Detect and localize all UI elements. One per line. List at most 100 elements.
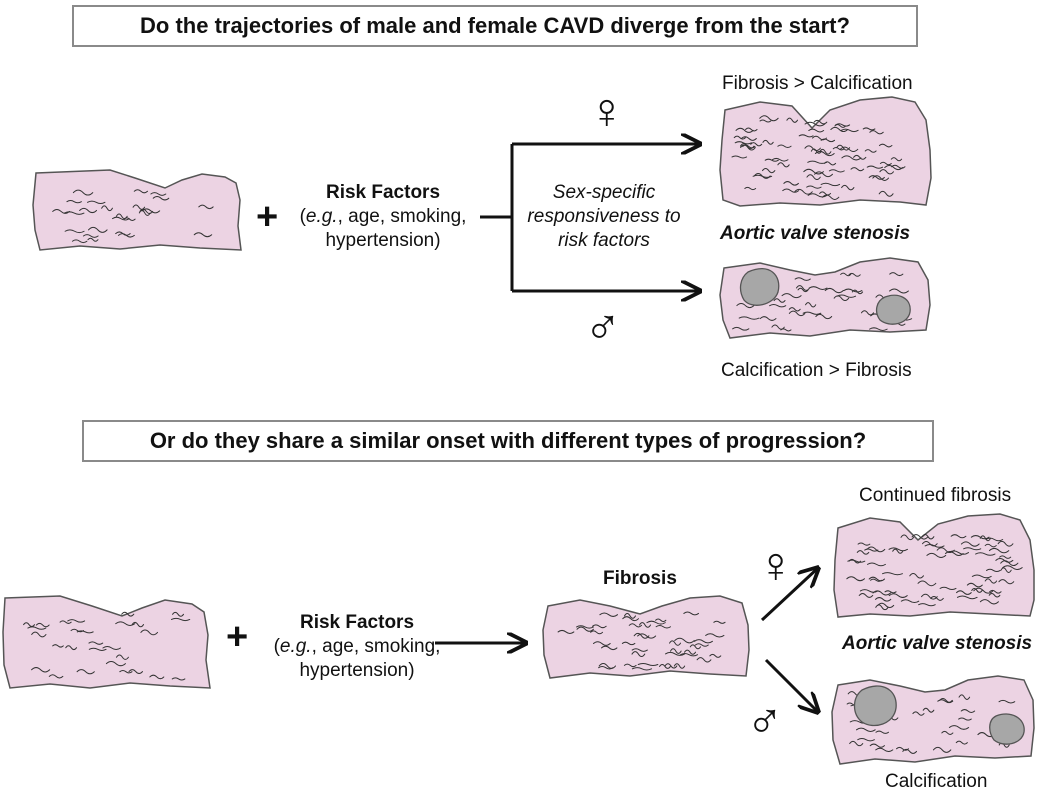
collagen-fiber — [986, 568, 1001, 573]
collagen-fiber — [832, 147, 845, 151]
collagen-fiber — [874, 597, 892, 602]
collagen-fiber — [918, 603, 936, 607]
collagen-fiber — [805, 302, 817, 308]
collagen-fiber — [71, 239, 88, 244]
collagen-fiber — [843, 288, 863, 293]
collagen-fiber — [759, 115, 779, 122]
collagen-fiber — [48, 674, 64, 679]
collagen-fiber — [705, 633, 725, 638]
collagen-fiber — [1002, 565, 1023, 570]
top-initial-valve-tissue — [32, 169, 242, 251]
collagen-fiber — [819, 148, 832, 155]
collagen-fiber — [870, 578, 883, 582]
collagen-fiber — [841, 155, 862, 161]
collagen-fiber — [128, 669, 144, 675]
collagen-fiber — [848, 558, 862, 564]
top-calcified-nodule-2 — [875, 294, 911, 325]
collagen-fiber — [623, 663, 637, 668]
collagen-fiber — [670, 648, 682, 654]
collagen-fiber — [884, 164, 904, 171]
collagen-fiber — [985, 537, 1004, 542]
collagen-fiber — [680, 653, 699, 657]
collagen-fiber — [882, 572, 903, 576]
collagen-fiber — [731, 155, 748, 159]
collagen-fiber — [936, 547, 955, 554]
collagen-fiber — [926, 552, 947, 559]
collagen-fiber — [780, 328, 792, 332]
collagen-fiber — [998, 699, 1016, 704]
collagen-fiber — [834, 124, 847, 128]
bottom-initial-fibers — [23, 611, 191, 681]
collagen-fiber — [599, 612, 619, 617]
collagen-fiber — [998, 579, 1015, 585]
collagen-fiber — [762, 168, 776, 174]
collagen-fiber — [841, 184, 855, 191]
collagen-fiber — [830, 126, 849, 133]
collagen-fiber — [576, 625, 594, 629]
collagen-fiber — [709, 653, 722, 658]
collagen-fiber — [633, 632, 650, 639]
top-male-outcome-label: Calcification > Fibrosis — [721, 360, 912, 381]
collagen-fiber — [995, 558, 1014, 563]
collagen-fiber — [921, 593, 938, 600]
collagen-fiber — [27, 626, 47, 630]
collagen-fiber — [696, 657, 712, 663]
collagen-fiber — [958, 717, 972, 721]
collagen-fiber — [866, 562, 886, 567]
collagen-fiber — [102, 645, 122, 651]
collagen-fiber — [744, 186, 757, 191]
collagen-fiber — [848, 272, 861, 277]
collagen-fiber — [836, 144, 851, 151]
collagen-fiber — [736, 303, 755, 309]
top-question-box: Do the trajectories of male and female C… — [72, 5, 918, 47]
collagen-fiber — [896, 746, 909, 751]
bottom-fibrosis-fibers — [557, 611, 726, 671]
collagen-fiber — [950, 534, 967, 539]
collagen-fiber — [806, 185, 822, 189]
top-female-symbol-icon: ♀ — [588, 83, 626, 139]
collagen-fiber — [759, 119, 772, 123]
collagen-fiber — [808, 286, 828, 290]
collagen-fiber — [988, 547, 1010, 554]
collagen-fiber — [889, 288, 909, 294]
collagen-fiber — [172, 611, 185, 617]
top-risk-factors-examples: (e.g., age, smoking, — [299, 206, 467, 227]
collagen-fiber — [836, 294, 857, 298]
top-female-valve-tissue — [719, 96, 932, 207]
collagen-fiber — [764, 158, 779, 162]
collagen-fiber — [878, 143, 893, 148]
bottom-risk-factors-title: Risk Factors — [299, 612, 415, 633]
bottom-risk-factors-line2: hypertension) — [299, 660, 415, 681]
collagen-fiber — [970, 535, 990, 540]
collagen-fiber — [734, 141, 752, 145]
collagen-fiber — [591, 624, 607, 629]
bottom-calcified-nodule-2 — [989, 713, 1025, 745]
collagen-fiber — [917, 580, 937, 587]
collagen-fiber — [868, 576, 886, 582]
collagen-fiber — [140, 629, 159, 636]
collagen-fiber — [646, 620, 666, 625]
collagen-fiber — [170, 617, 191, 622]
collagen-fiber — [628, 623, 643, 628]
top-female-fibers — [731, 115, 906, 200]
bottom-risk-factors-examples: (e.g., age, smoking, — [273, 636, 441, 657]
collagen-fiber — [762, 139, 774, 145]
collagen-fiber — [735, 127, 754, 133]
collagen-fiber — [689, 644, 702, 650]
collagen-fiber — [877, 602, 895, 608]
collagen-fiber — [759, 316, 777, 321]
collagen-fiber — [639, 622, 652, 628]
collagen-fiber — [868, 175, 885, 180]
collagen-fiber — [59, 620, 72, 624]
collagen-fiber — [889, 272, 904, 277]
collagen-fiber — [35, 622, 50, 628]
bottom-female-arrow — [760, 568, 818, 622]
collagen-fiber — [88, 641, 104, 645]
collagen-fiber — [64, 229, 85, 234]
top-sex-specific-label: Sex-specific responsiveness to risk fact… — [527, 182, 681, 251]
collagen-fiber — [815, 313, 833, 320]
collagen-fiber — [804, 121, 826, 127]
collagen-fiber — [979, 599, 999, 605]
collagen-fiber — [72, 189, 94, 196]
collagen-fiber — [655, 625, 672, 629]
